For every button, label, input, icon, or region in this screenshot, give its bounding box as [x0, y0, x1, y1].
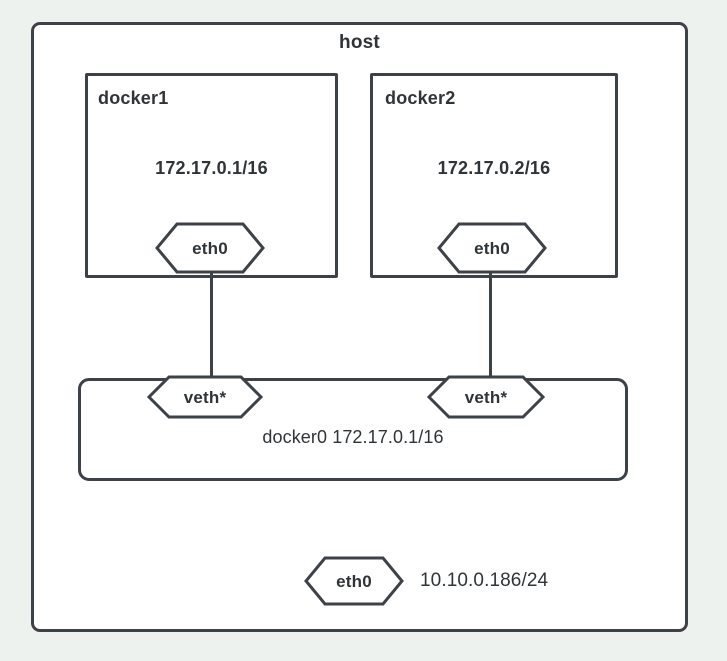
container-box-docker2 [370, 73, 618, 278]
hexagon-icon [427, 375, 545, 419]
connector-line-docker2-to-bridge [489, 262, 492, 382]
interface-hexagon-docker1-eth0: eth0 [155, 222, 265, 274]
interface-label: veth* [464, 387, 508, 407]
interface-label: eth0 [192, 238, 228, 258]
connector-line-docker1-to-bridge [210, 262, 213, 382]
container-name-docker2: docker2 [385, 88, 456, 108]
interface-hexagon-veth-left: veth* [147, 375, 263, 419]
interface-label: eth0 [474, 238, 510, 258]
interface-label: veth* [183, 387, 227, 407]
container-ip-docker2: 172.17.0.2/16 [437, 158, 551, 178]
hexagon-icon [147, 375, 263, 419]
host-eth0-ip-label: 10.10.0.186/24 [420, 570, 549, 591]
container-ip-docker1: 172.17.0.1/16 [155, 158, 268, 178]
container-name-docker1: docker1 [98, 88, 169, 108]
interface-label: eth0 [336, 571, 372, 591]
interface-hexagon-host-eth0: eth0 [304, 556, 404, 606]
hexagon-icon [155, 222, 265, 274]
hexagon-icon [304, 556, 404, 606]
interface-hexagon-veth-right: veth* [427, 375, 545, 419]
bridge-label-docker0: docker0 172.17.0.1/16 [262, 427, 444, 447]
interface-hexagon-docker2-eth0: eth0 [437, 222, 547, 274]
hexagon-icon [437, 222, 547, 274]
host-title: host [339, 32, 380, 53]
